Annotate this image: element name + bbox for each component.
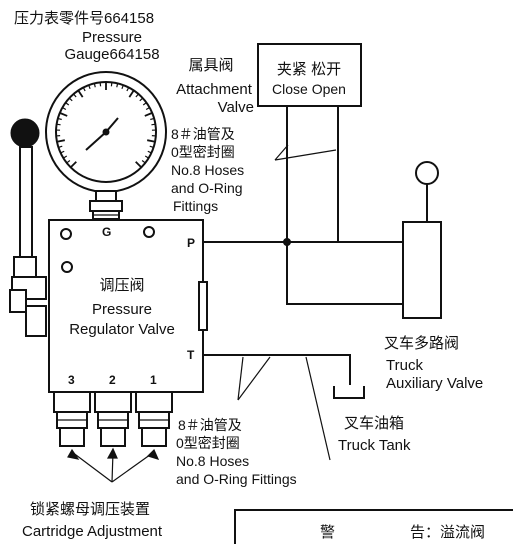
gauge-label-cn: 压力表零件号664158 (14, 10, 154, 27)
truck-auxiliary-valve (402, 161, 442, 319)
hoses-bottom-en1: No.8 Hoses (176, 453, 249, 469)
truck-tank-en: Truck Tank (338, 437, 411, 454)
gauge-tick (62, 107, 67, 111)
gauge-tick (135, 161, 142, 168)
regulator-cn: 调压阀 (99, 277, 144, 294)
hydraulic-lines (203, 106, 403, 385)
gauge-tick (88, 84, 91, 90)
gauge-tick (151, 123, 156, 126)
gauge-tick (77, 89, 84, 98)
gauge-tick (142, 102, 147, 106)
port-g: G (102, 225, 111, 239)
attachment-valve-cn: 属具阀 (188, 57, 233, 74)
hoses-top-cn1: 8＃油管及 (171, 126, 235, 142)
hoses-bottom-en2: and O-Ring Fittings (176, 471, 297, 487)
gauge-tick (70, 161, 77, 168)
gauge-tick (56, 123, 61, 126)
cartridge-number-1: 1 (150, 373, 157, 387)
clamp-box-en: Close Open (272, 81, 346, 97)
truck-tank-cn: 叉车油箱 (344, 415, 404, 432)
regulator-en1: Pressure (92, 301, 152, 318)
gauge-label-en2: Gauge664158 (64, 46, 159, 63)
leader-lines (67, 144, 337, 483)
cartridge-3 (53, 391, 91, 447)
truck-valve-en1: Truck (386, 357, 423, 374)
regulator-en2: Regulator Valve (69, 321, 175, 338)
hoses-top-cn2: 0型密封圈 (171, 144, 235, 160)
port-t: T (187, 348, 195, 362)
pressure-gauge (45, 71, 167, 220)
truck-tank-symbol (333, 386, 365, 399)
cartridge-adjustment-cn: 锁紧螺母调压装置 (30, 501, 150, 518)
gauge-tick (82, 87, 86, 92)
gauge-tick (93, 83, 96, 88)
hoses-top-en2: and O-Ring (171, 180, 243, 196)
gauge-tick (63, 155, 68, 159)
gauge-tick (135, 93, 139, 98)
gauge-tick (121, 84, 124, 90)
gauge-tick (149, 145, 154, 149)
warning-title-1: 警 (320, 524, 335, 541)
gauge-tick (144, 112, 153, 117)
truck-valve-en2: Auxiliary Valve (386, 375, 483, 392)
regulator-block (48, 219, 208, 393)
cartridges (53, 391, 173, 447)
gauge-tick (116, 83, 119, 88)
cartridge-number-2: 2 (109, 373, 116, 387)
gauge-tick (126, 87, 130, 92)
cartridge-2 (94, 391, 132, 447)
gauge-tick (56, 139, 65, 143)
hoses-bottom-cn1: 8＃油管及 (178, 417, 242, 433)
hoses-top-en1: No.8 Hoses (171, 162, 244, 178)
clamp-box-cn: 夹紧 松开 (277, 61, 341, 78)
gauge-tick (65, 102, 70, 106)
port-p: P (187, 236, 195, 250)
cartridge-adjustment-en: Cartridge Adjustment (22, 523, 163, 540)
warning-title-2: 告：溢流阀 (410, 524, 485, 541)
gauge-tick (68, 97, 73, 102)
gauge-tick (60, 150, 65, 154)
truck-valve-cn: 叉车多路阀 (384, 335, 459, 352)
cartridge-number-3: 3 (68, 373, 75, 387)
gauge-tick (141, 160, 146, 164)
cartridge-1 (135, 391, 173, 447)
attachment-valve-en2: Valve (218, 99, 254, 116)
gauge-tick (57, 117, 62, 121)
gauge-tick (59, 112, 68, 117)
gauge-tick (66, 160, 71, 164)
hoses-top-en3: Fittings (173, 198, 218, 214)
warning-box (234, 509, 513, 544)
gauge-tick (144, 155, 149, 159)
attachment-valve-en1: Attachment (176, 81, 253, 98)
gauge-tick (145, 107, 150, 111)
gauge-tick (147, 150, 152, 154)
gauge-tick (150, 117, 155, 121)
gauge-tick (139, 97, 144, 102)
attachment-valve-box (257, 43, 362, 107)
gauge-tick (58, 145, 63, 149)
hoses-bottom-cn2: 0型密封圈 (176, 435, 240, 451)
gauge-tick (128, 89, 135, 98)
gauge-ticks (56, 82, 156, 168)
gauge-label-en1: Pressure (82, 29, 142, 46)
gauge-tick (147, 139, 156, 143)
gauge-tick (73, 93, 77, 98)
lever-handle (9, 118, 47, 337)
